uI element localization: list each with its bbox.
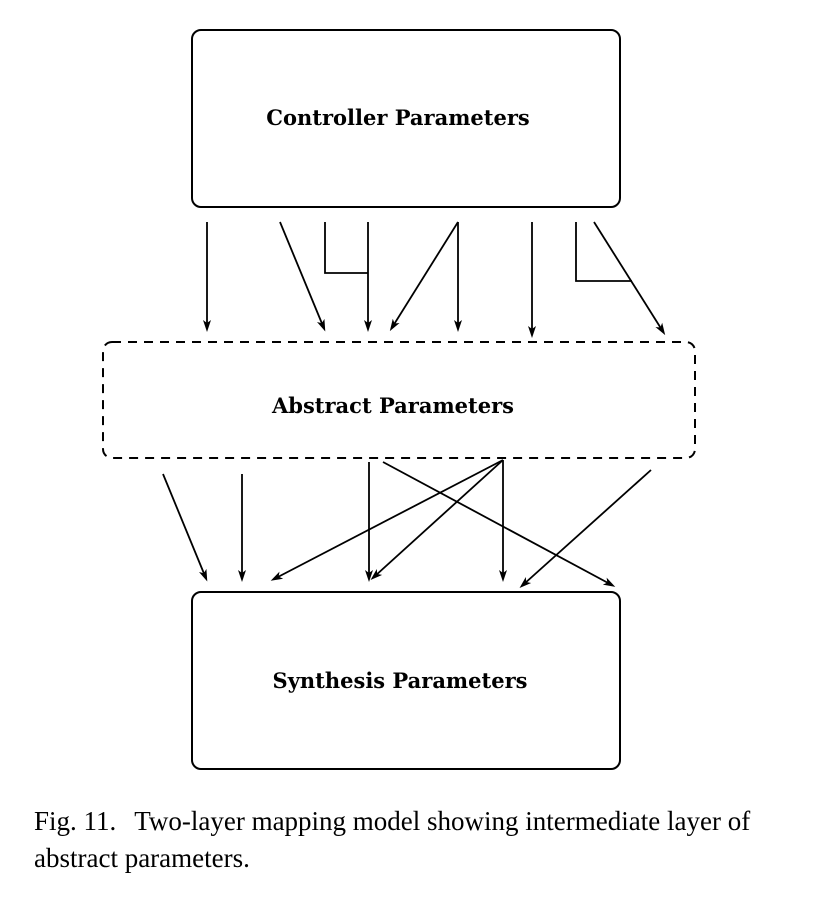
controller-to-abstract-arrows [203,221,666,338]
arrow-c8-bent [575,222,632,282]
arrow-c2 [279,221,326,332]
arrow-a8 [519,469,652,589]
arrow-c3-bent [324,222,368,274]
figure-caption: Fig. 11.Two-layer mapping model showing … [34,803,804,877]
arrow-a7 [382,461,616,587]
mapping-diagram: Controller Parameters Abstract Parameter… [102,29,696,770]
abstract-parameters-box [102,341,696,459]
arrow-a1 [162,473,208,582]
figure-number: Fig. 11. [34,806,117,836]
arrow-a5 [370,459,504,581]
synthesis-parameters-label: Synthesis Parameters [273,668,528,693]
synthesis-parameters-box [191,591,621,770]
abstract-to-synthesis-arrows [162,459,652,589]
arrow-a3 [270,459,504,581]
controller-parameters-box [191,29,621,208]
arrow-c5 [389,221,459,332]
abstract-parameters-label: Abstract Parameters [271,393,514,418]
controller-parameters-label: Controller Parameters [266,105,529,130]
arrow-c9 [593,221,666,336]
figure-caption-text: Two-layer mapping model showing intermed… [34,806,751,873]
